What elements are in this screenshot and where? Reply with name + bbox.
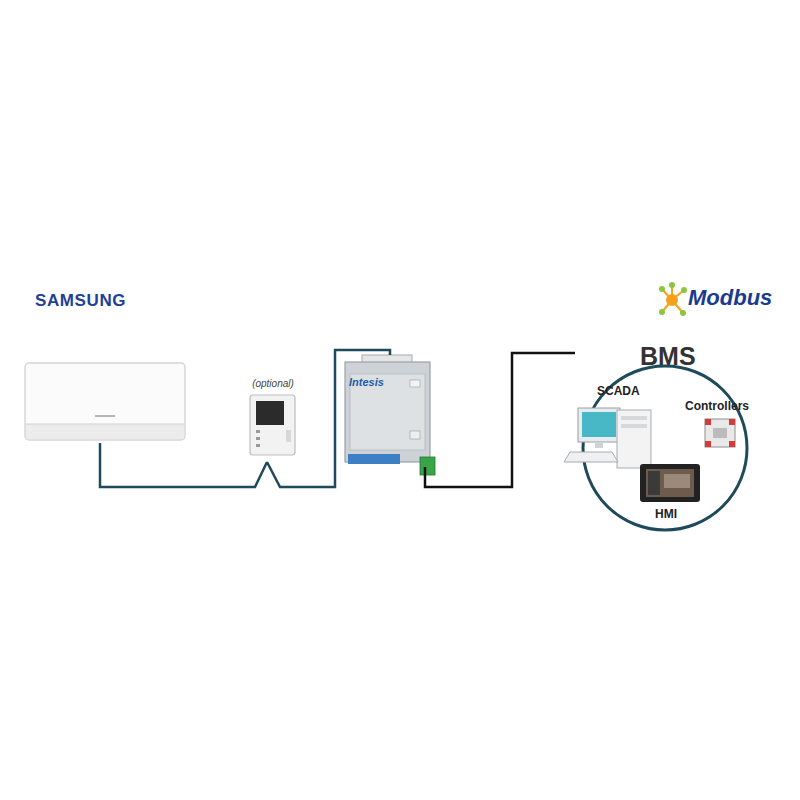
node-label: HMI: [655, 508, 677, 522]
wire-connector: [425, 353, 575, 487]
computer-illustration: [564, 408, 651, 468]
controller-device-illustration: [705, 419, 735, 447]
gateway-illustration: [345, 355, 435, 475]
remote-controller: (optional): [250, 378, 296, 462]
wire-connector: [267, 350, 390, 487]
scada-node: SCADA: [585, 382, 657, 477]
wire-connector: [100, 443, 267, 487]
node-label: SCADA: [597, 385, 640, 399]
ac-unit: SAMSUNG: [25, 288, 187, 443]
remote-controller-illustration: [250, 395, 295, 455]
node-label: Intesis: [349, 376, 384, 389]
brand-logo-text: Modbus: [688, 285, 772, 310]
modbus-logo-icon: [659, 282, 687, 316]
bms-ring: [583, 366, 747, 530]
controllers-node: Controllers: [685, 400, 760, 450]
node-label: (optional): [250, 378, 296, 390]
node-label: Controllers: [685, 400, 749, 414]
hmi-panel-illustration: [640, 464, 700, 502]
ac-unit-illustration: [25, 363, 185, 440]
bms-ring-node: BMSSCADA ControllersHMI: [575, 342, 755, 537]
gateway-box: Intesis: [340, 355, 435, 467]
node-label: BMS: [640, 342, 696, 371]
hmi-node: HMI: [633, 462, 703, 520]
node-label: SAMSUNG: [35, 291, 126, 311]
